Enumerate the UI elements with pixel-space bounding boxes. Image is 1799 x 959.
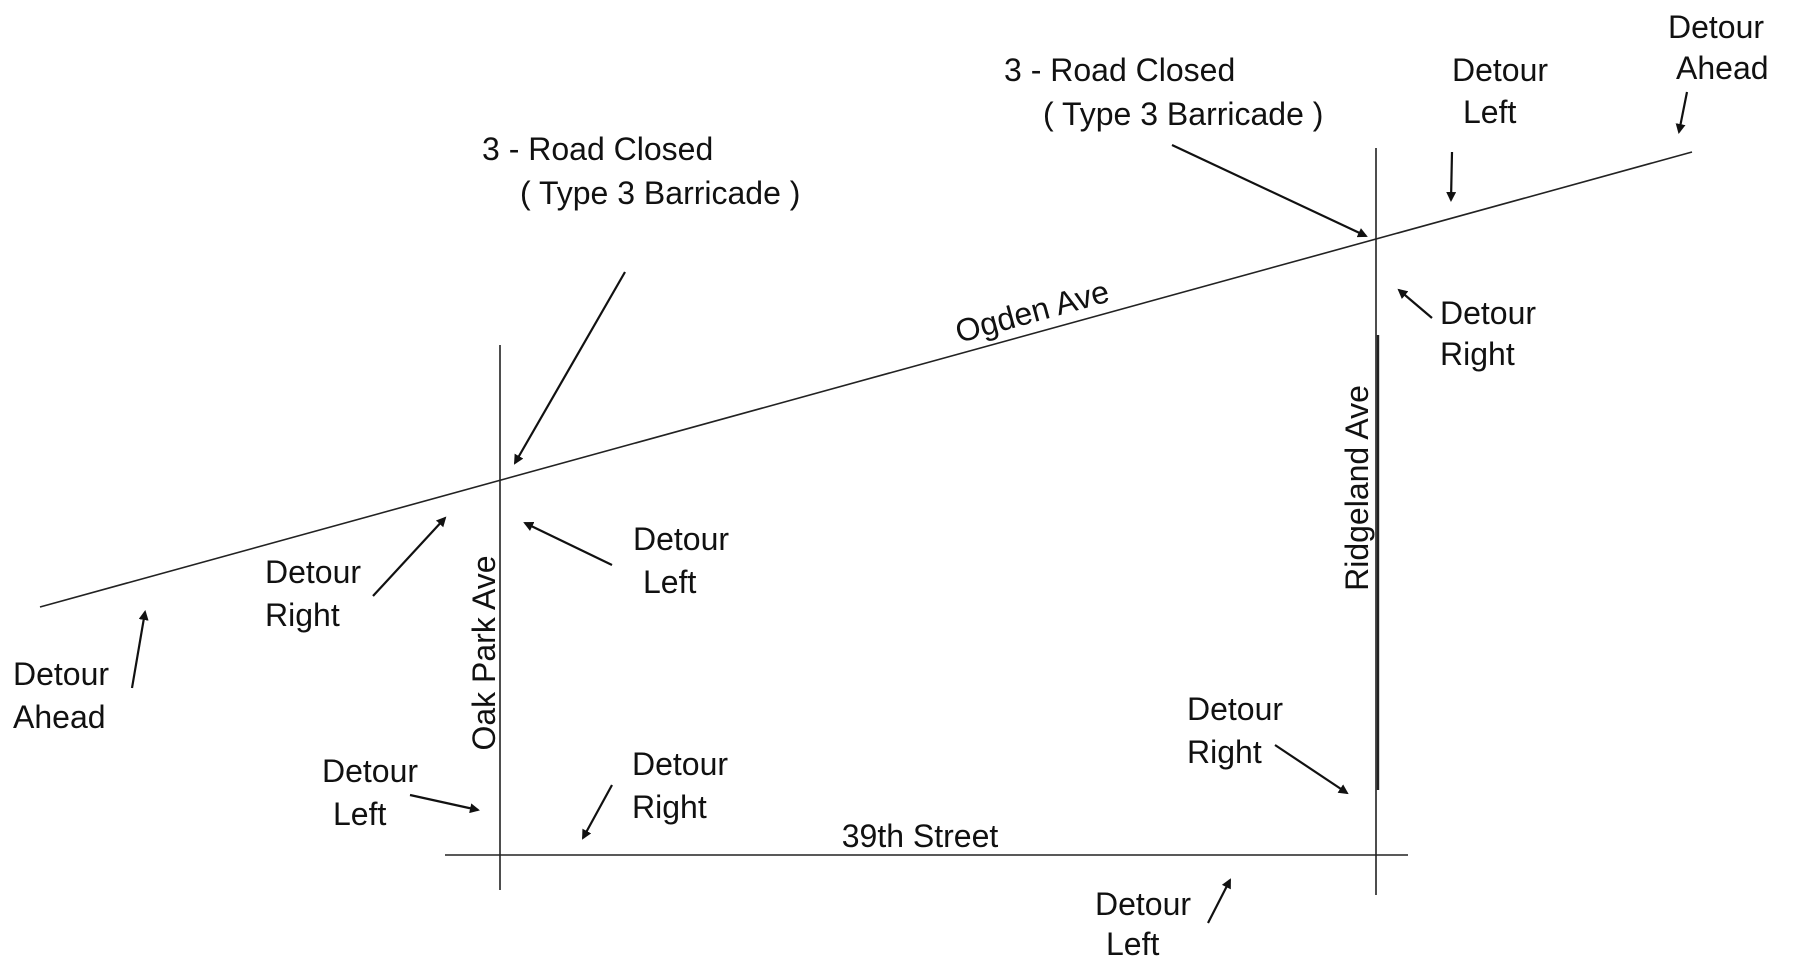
detour-sign-label: Right xyxy=(265,597,340,633)
detour-sign-label: Left xyxy=(643,564,696,600)
ridgeland-ave-label: Ridgeland Ave xyxy=(1339,385,1375,591)
detour-sign-label: Detour xyxy=(632,746,728,782)
detour-sign-label: Detour xyxy=(265,554,361,590)
barricade-pointer-arrow xyxy=(514,271,626,465)
detour-sign-label: Detour xyxy=(13,656,109,692)
detour-sign-label: Detour xyxy=(633,521,729,557)
detour-sign-label: Detour xyxy=(1668,9,1764,45)
detour-sign-arrow xyxy=(1446,151,1457,202)
detour-sign-label: Right xyxy=(1440,336,1515,372)
detour-sign-arrow xyxy=(1397,288,1433,319)
detour-sign-arrow xyxy=(130,610,149,689)
detour-sign-arrow xyxy=(1207,878,1231,924)
ogden-ave-label: Ogden Ave xyxy=(951,273,1113,350)
detour-sign-arrow xyxy=(582,784,613,840)
detour-sign-label: Ahead xyxy=(1676,50,1769,86)
detour-sign-label: Detour xyxy=(1440,295,1536,331)
barricade-label-line1: 3 - Road Closed xyxy=(1004,52,1235,88)
detour-sign-label: Right xyxy=(1187,734,1262,770)
detour-sign-label: Right xyxy=(632,789,707,825)
detour-sign-arrow xyxy=(1675,91,1689,134)
oak-park-ave-label: Oak Park Ave xyxy=(466,555,502,750)
detour-sign-arrow xyxy=(1274,744,1349,795)
detour-sign-label: Ahead xyxy=(13,699,106,735)
detour-sign-label: Left xyxy=(1463,94,1516,130)
barricade-label-line1: 3 - Road Closed xyxy=(482,131,713,167)
detour-sign-label: Left xyxy=(333,796,386,832)
detour-sign-arrow xyxy=(523,521,613,566)
detour-sign-label: Detour xyxy=(1095,886,1191,922)
detour-sign-label: Detour xyxy=(1452,52,1548,88)
39th-street-label: 39th Street xyxy=(842,818,999,854)
barricade-pointer-arrow xyxy=(1171,144,1368,238)
barricade-label-line2: ( Type 3 Barricade ) xyxy=(1043,96,1323,132)
detour-sign-label: Left xyxy=(1106,926,1159,959)
ogden-ave-line xyxy=(39,151,1693,608)
detour-sign-arrow xyxy=(372,516,447,597)
detour-sign-label: Detour xyxy=(1187,691,1283,727)
detour-sign-arrow xyxy=(409,793,480,814)
barricade-label-line2: ( Type 3 Barricade ) xyxy=(520,175,800,211)
detour-sign-label: Detour xyxy=(322,753,418,789)
